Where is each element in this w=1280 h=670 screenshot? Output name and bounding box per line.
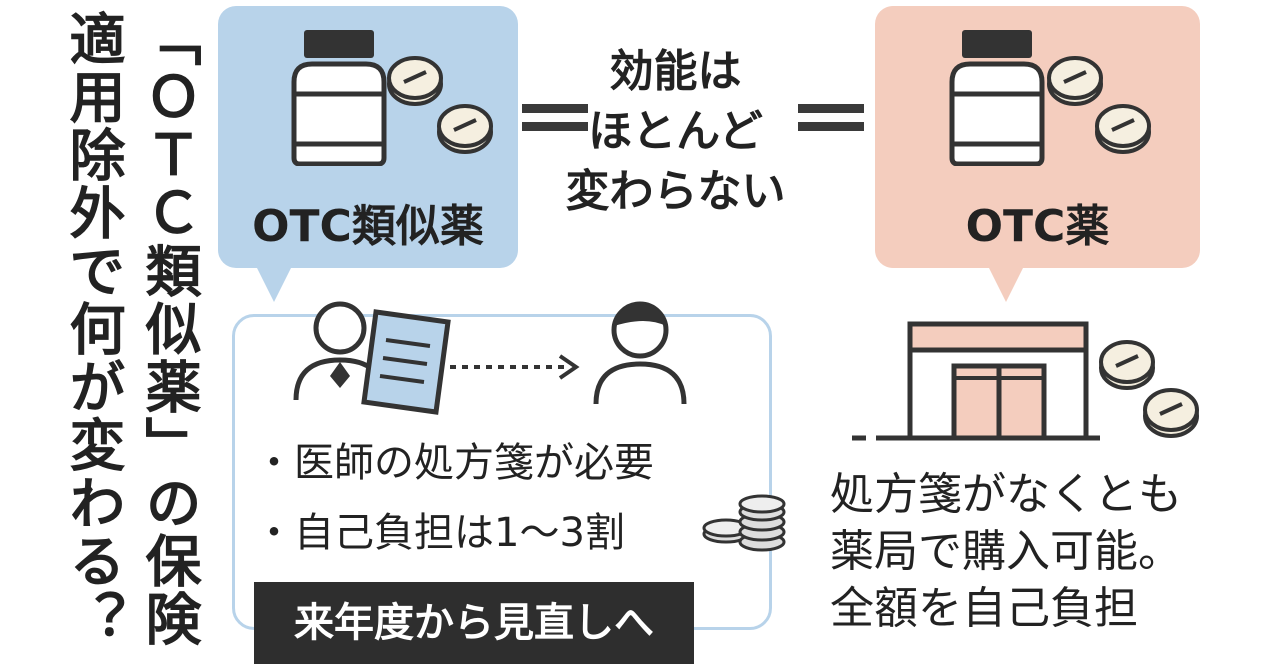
arrow-right-icon [450,354,580,380]
otc-card-tail [988,266,1024,302]
otc-desc-line2: 薬局で購入可能。 [830,526,1182,577]
medicine-bottle-icon [949,30,1045,166]
equals-bar-right-bottom [798,122,864,131]
otc-purchase-description: 処方箋がなくとも 薬局で購入可能。 全額を自己負担 [830,466,1182,637]
medicine-bottle-icon [291,30,387,166]
equals-bar-left-top [522,104,588,113]
otc-similar-label: OTC類似薬 [252,201,484,252]
headline-col2: 適用除外で何が変わる？ [60,10,125,648]
pharmacy-store-icon [852,321,1100,441]
equals-bar-left-bottom [522,122,588,131]
doctor-icon [293,301,387,401]
coin-stack-icon [702,494,786,552]
efficacy-comparison-text: 効能は ほとんど 変わらない [548,42,803,222]
bullet-prescription-required: ・医師の処方箋が必要 [254,440,654,486]
pill-icon [387,56,443,106]
headline-col1: 「ＯＴＣ類似薬」の保険 [136,10,201,648]
pill-icon [1047,56,1103,106]
otc-similar-card-tail [256,266,292,302]
pill-icon [437,104,493,154]
review-next-year-banner: 来年度から見直しへ [254,582,694,664]
otc-desc-line3: 全額を自己負担 [830,583,1138,634]
efficacy-line1: 効能は [609,46,742,97]
otc-label: OTC薬 [965,201,1110,252]
pill-icon [1095,104,1151,154]
pill-icon [1099,340,1155,390]
efficacy-line2: ほとんど [588,106,763,157]
prescription-document-icon [361,309,451,415]
equals-bar-right-top [798,104,864,113]
otc-desc-line1: 処方箋がなくとも [830,469,1182,520]
patient-icon [593,301,687,405]
efficacy-line3: 変わらない [565,166,786,217]
bullet-copayment-rate: ・自己負担は1～3割 [254,510,625,556]
pill-icon [1143,388,1199,438]
